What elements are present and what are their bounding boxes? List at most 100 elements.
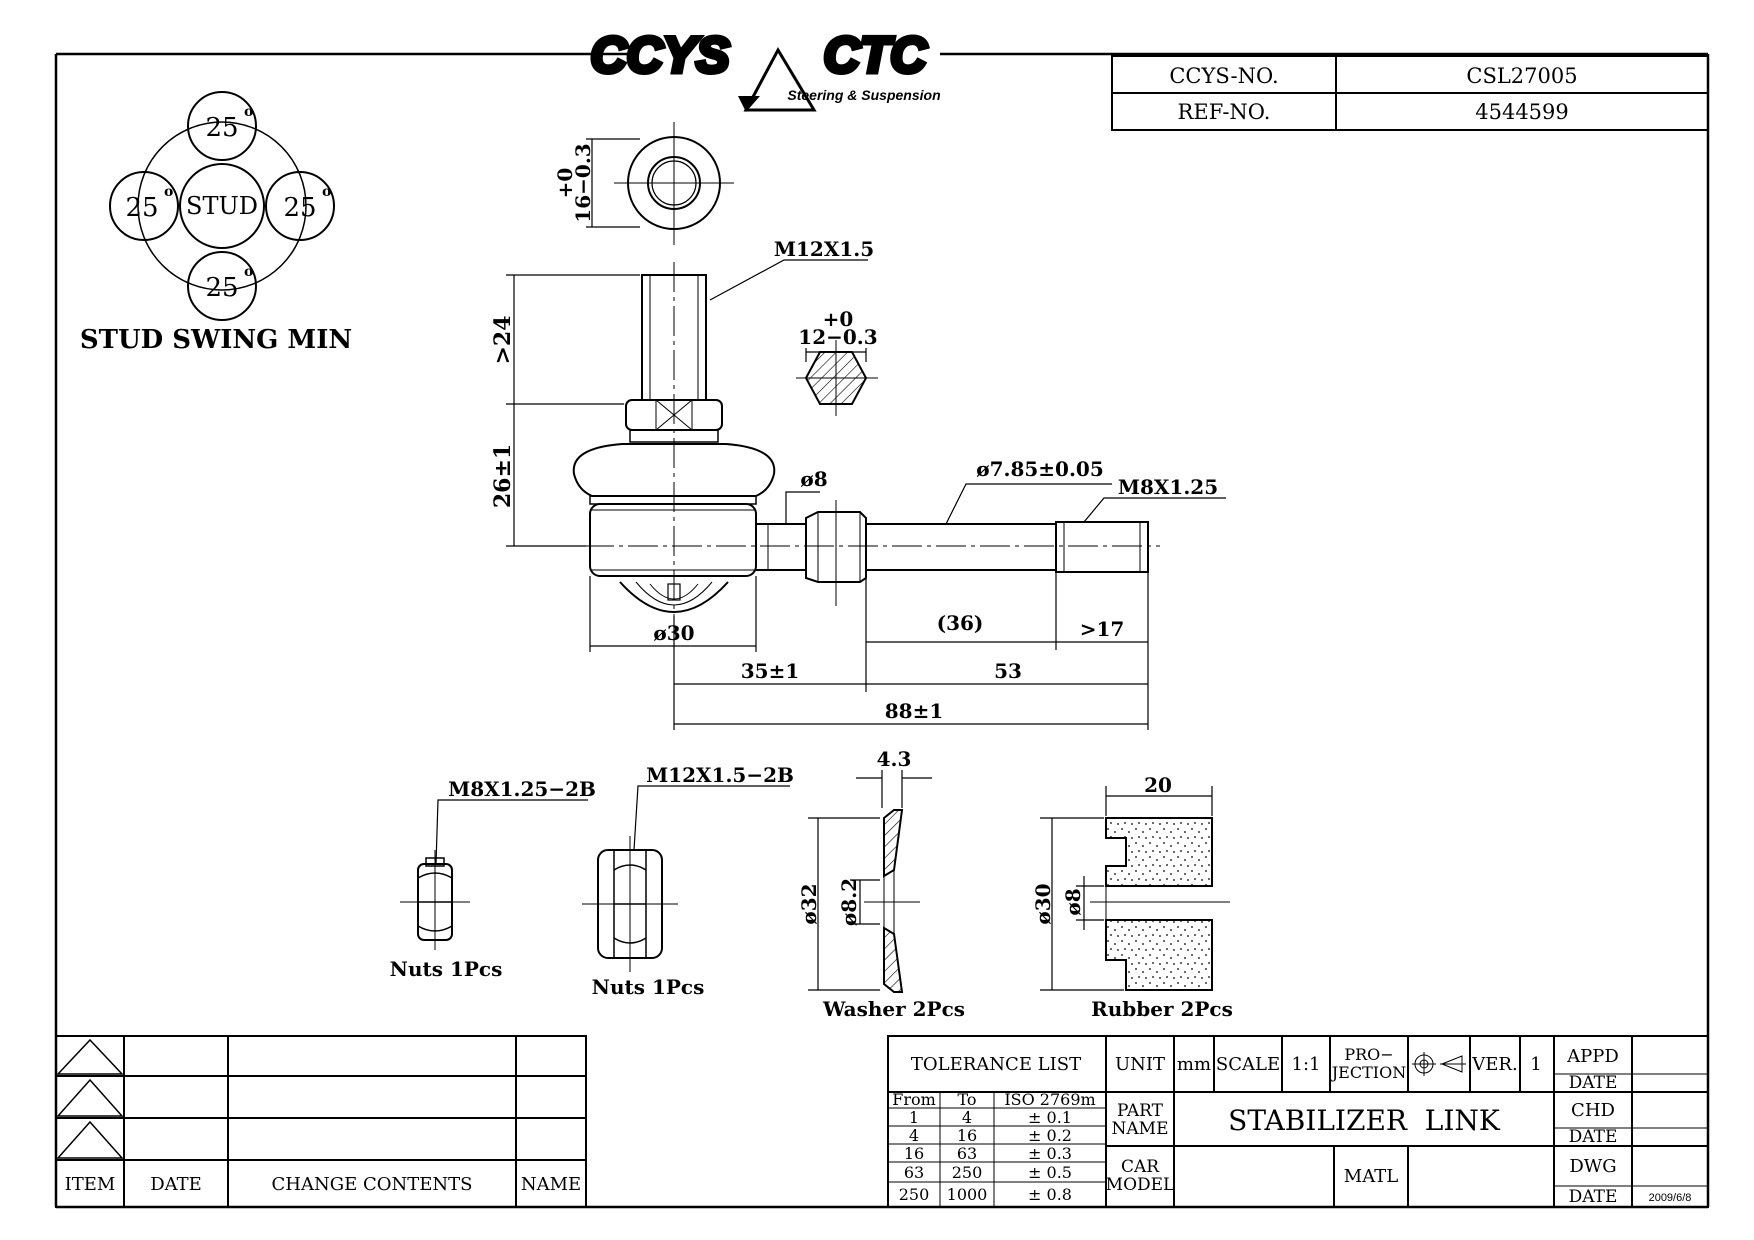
large-nut-thread: M12X1.5−2B — [646, 763, 794, 787]
height-dim: 26±1 — [490, 444, 516, 508]
projection-label-1: PRO− — [1344, 1045, 1393, 1064]
large-nut-caption: Nuts 1Pcs — [592, 975, 705, 999]
logo-tagline: Steering & Suspension — [787, 87, 940, 103]
unit-label: UNIT — [1115, 1054, 1165, 1075]
hex-section-view: +0 12−0.3 — [796, 307, 878, 416]
rod-free-dim: (36) — [937, 611, 984, 635]
rubber-caption: Rubber 2Pcs — [1091, 997, 1233, 1021]
ver-value: 1 — [1530, 1054, 1541, 1075]
stud-swing-diagram: STUD 25 25 25 25 o o o o STUD SWING MIN — [80, 91, 352, 355]
rubber-inner-dim: ø8 — [1061, 888, 1085, 915]
appd-label: APPD — [1566, 1046, 1619, 1067]
car-model-label-2: MODEL — [1106, 1175, 1175, 1195]
rev-header-item: ITEM — [65, 1174, 116, 1195]
title-block: TOLERANCE LIST From To ISO 2769m 1 4 ± 0… — [887, 1035, 1709, 1208]
stabilizer-link-side-view — [540, 262, 1160, 616]
tol-row-5-to: 1000 — [947, 1185, 988, 1204]
stud-length-dim: >24 — [490, 315, 516, 364]
tol-row-3-value: ± 0.3 — [1028, 1144, 1072, 1163]
stud-label: STUD — [186, 192, 258, 220]
revision-table: ITEM DATE CHANGE CONTENTS NAME — [55, 1035, 587, 1208]
dwg-date-label: DATE — [1569, 1187, 1618, 1207]
degree-mark-bottom: o — [244, 264, 253, 280]
rubber-outer-dim: ø30 — [1031, 883, 1055, 924]
ver-label: VER. — [1471, 1054, 1517, 1075]
section-tol-top: +0 — [823, 307, 854, 331]
hex-tol-bottom: 16−0.3 — [571, 143, 595, 222]
stud-thread-label: M12X1.5 — [774, 237, 874, 261]
degree-mark-right: o — [322, 184, 331, 200]
rod-thread-label: M8X1.25 — [1118, 475, 1218, 499]
stud-swing-caption: STUD SWING MIN — [80, 325, 352, 355]
rev-header-date: DATE — [150, 1174, 202, 1195]
neck-dia-dim: ø8 — [800, 467, 827, 491]
tol-head-from: From — [892, 1090, 936, 1109]
part-name-label-2: NAME — [1112, 1119, 1169, 1139]
dwg-date-value: 2009/6/8 — [1649, 1192, 1692, 1204]
rev-header-name: NAME — [521, 1174, 581, 1195]
logo-brand-right: CTC — [824, 27, 928, 83]
tol-row-4-value: ± 0.5 — [1028, 1163, 1072, 1182]
small-nut-caption: Nuts 1Pcs — [390, 957, 503, 981]
tol-row-3-to: 63 — [957, 1144, 977, 1163]
offset-dim: 35±1 — [741, 659, 800, 683]
rubber-drawing: 20 ø30 ø8 Rubber 2Pcs — [1031, 773, 1233, 1021]
logo-brand-left: CCYS — [591, 27, 730, 83]
hex-top-view: +0 16−0.3 — [553, 122, 734, 245]
tol-row-1-value: ± 0.1 — [1028, 1108, 1072, 1127]
dwg-label: DWG — [1569, 1156, 1616, 1177]
swing-angle-left: 25 — [125, 193, 158, 223]
chd-date-label: DATE — [1569, 1127, 1618, 1147]
swing-angle-right: 25 — [283, 193, 316, 223]
large-nut-drawing: M12X1.5−2B Nuts 1Pcs — [582, 763, 794, 999]
small-nut-drawing: M8X1.25−2B Nuts 1Pcs — [390, 777, 596, 981]
tol-head-to: To — [957, 1090, 976, 1109]
chd-label: CHD — [1571, 1100, 1615, 1121]
scale-value: 1:1 — [1292, 1054, 1321, 1075]
swing-angle-bottom: 25 — [205, 273, 238, 303]
part-name-label-1: PART — [1117, 1101, 1164, 1121]
projection-label-2: JECTION — [1330, 1063, 1406, 1082]
washer-thickness-dim: 4.3 — [877, 747, 912, 771]
tol-row-5-from: 250 — [899, 1185, 930, 1204]
projection-symbol-icon — [1412, 1052, 1466, 1076]
rod-length-dim: 53 — [994, 659, 1022, 683]
tol-row-4-to: 250 — [952, 1163, 983, 1182]
tol-row-5-value: ± 0.8 — [1028, 1185, 1072, 1204]
company-logo: CCYS CTC Steering & Suspension — [588, 25, 941, 112]
appd-date-label: DATE — [1569, 1073, 1618, 1093]
ref-no-label: REF-NO. — [1178, 100, 1271, 124]
part-name-value: STABILIZER LINK — [1228, 1104, 1501, 1137]
id-table: CCYS-NO. CSL27005 REF-NO. 4544599 — [1111, 55, 1709, 131]
matl-label: MATL — [1344, 1166, 1398, 1187]
swing-angle-top: 25 — [205, 113, 238, 143]
tolerance-title: TOLERANCE LIST — [911, 1054, 1081, 1075]
washer-outer-dim: ø32 — [797, 883, 821, 924]
main-dimensions: M12X1.5 >24 26±1 ø8 ø7.85±0.05 M8X1.25 ø… — [490, 237, 1226, 730]
tol-head-iso: ISO 2769m — [1004, 1090, 1095, 1109]
ccys-no-label: CCYS-NO. — [1169, 64, 1278, 88]
tol-row-4-from: 63 — [904, 1163, 924, 1182]
hex-tol-top: +0 — [553, 168, 577, 199]
rev-header-change: CHANGE CONTENTS — [272, 1174, 473, 1195]
thread-length-dim: >17 — [1080, 617, 1125, 641]
overall-length-dim: 88±1 — [885, 699, 944, 723]
car-model-label-1: CAR — [1121, 1157, 1160, 1177]
degree-mark-left: o — [164, 184, 173, 200]
degree-mark-top: o — [244, 104, 253, 120]
tol-row-3-from: 16 — [904, 1144, 924, 1163]
tol-row-1-from: 1 — [909, 1108, 919, 1127]
washer-caption: Washer 2Pcs — [822, 997, 965, 1021]
scale-label: SCALE — [1216, 1054, 1280, 1075]
tol-row-2-value: ± 0.2 — [1028, 1126, 1072, 1145]
unit-value: mm — [1177, 1054, 1211, 1075]
tol-row-2-to: 16 — [957, 1126, 977, 1145]
rubber-thickness-dim: 20 — [1144, 773, 1172, 797]
ccys-no-value: CSL27005 — [1466, 64, 1577, 88]
ref-no-value: 4544599 — [1475, 100, 1569, 124]
small-nut-thread: M8X1.25−2B — [448, 777, 596, 801]
washer-drawing: 4.3 ø32 ø8.2 Washer 2Pcs — [797, 747, 965, 1021]
rod-dia-dim: ø7.85±0.05 — [976, 457, 1104, 481]
section-tol-bottom: 12−0.3 — [798, 325, 877, 349]
